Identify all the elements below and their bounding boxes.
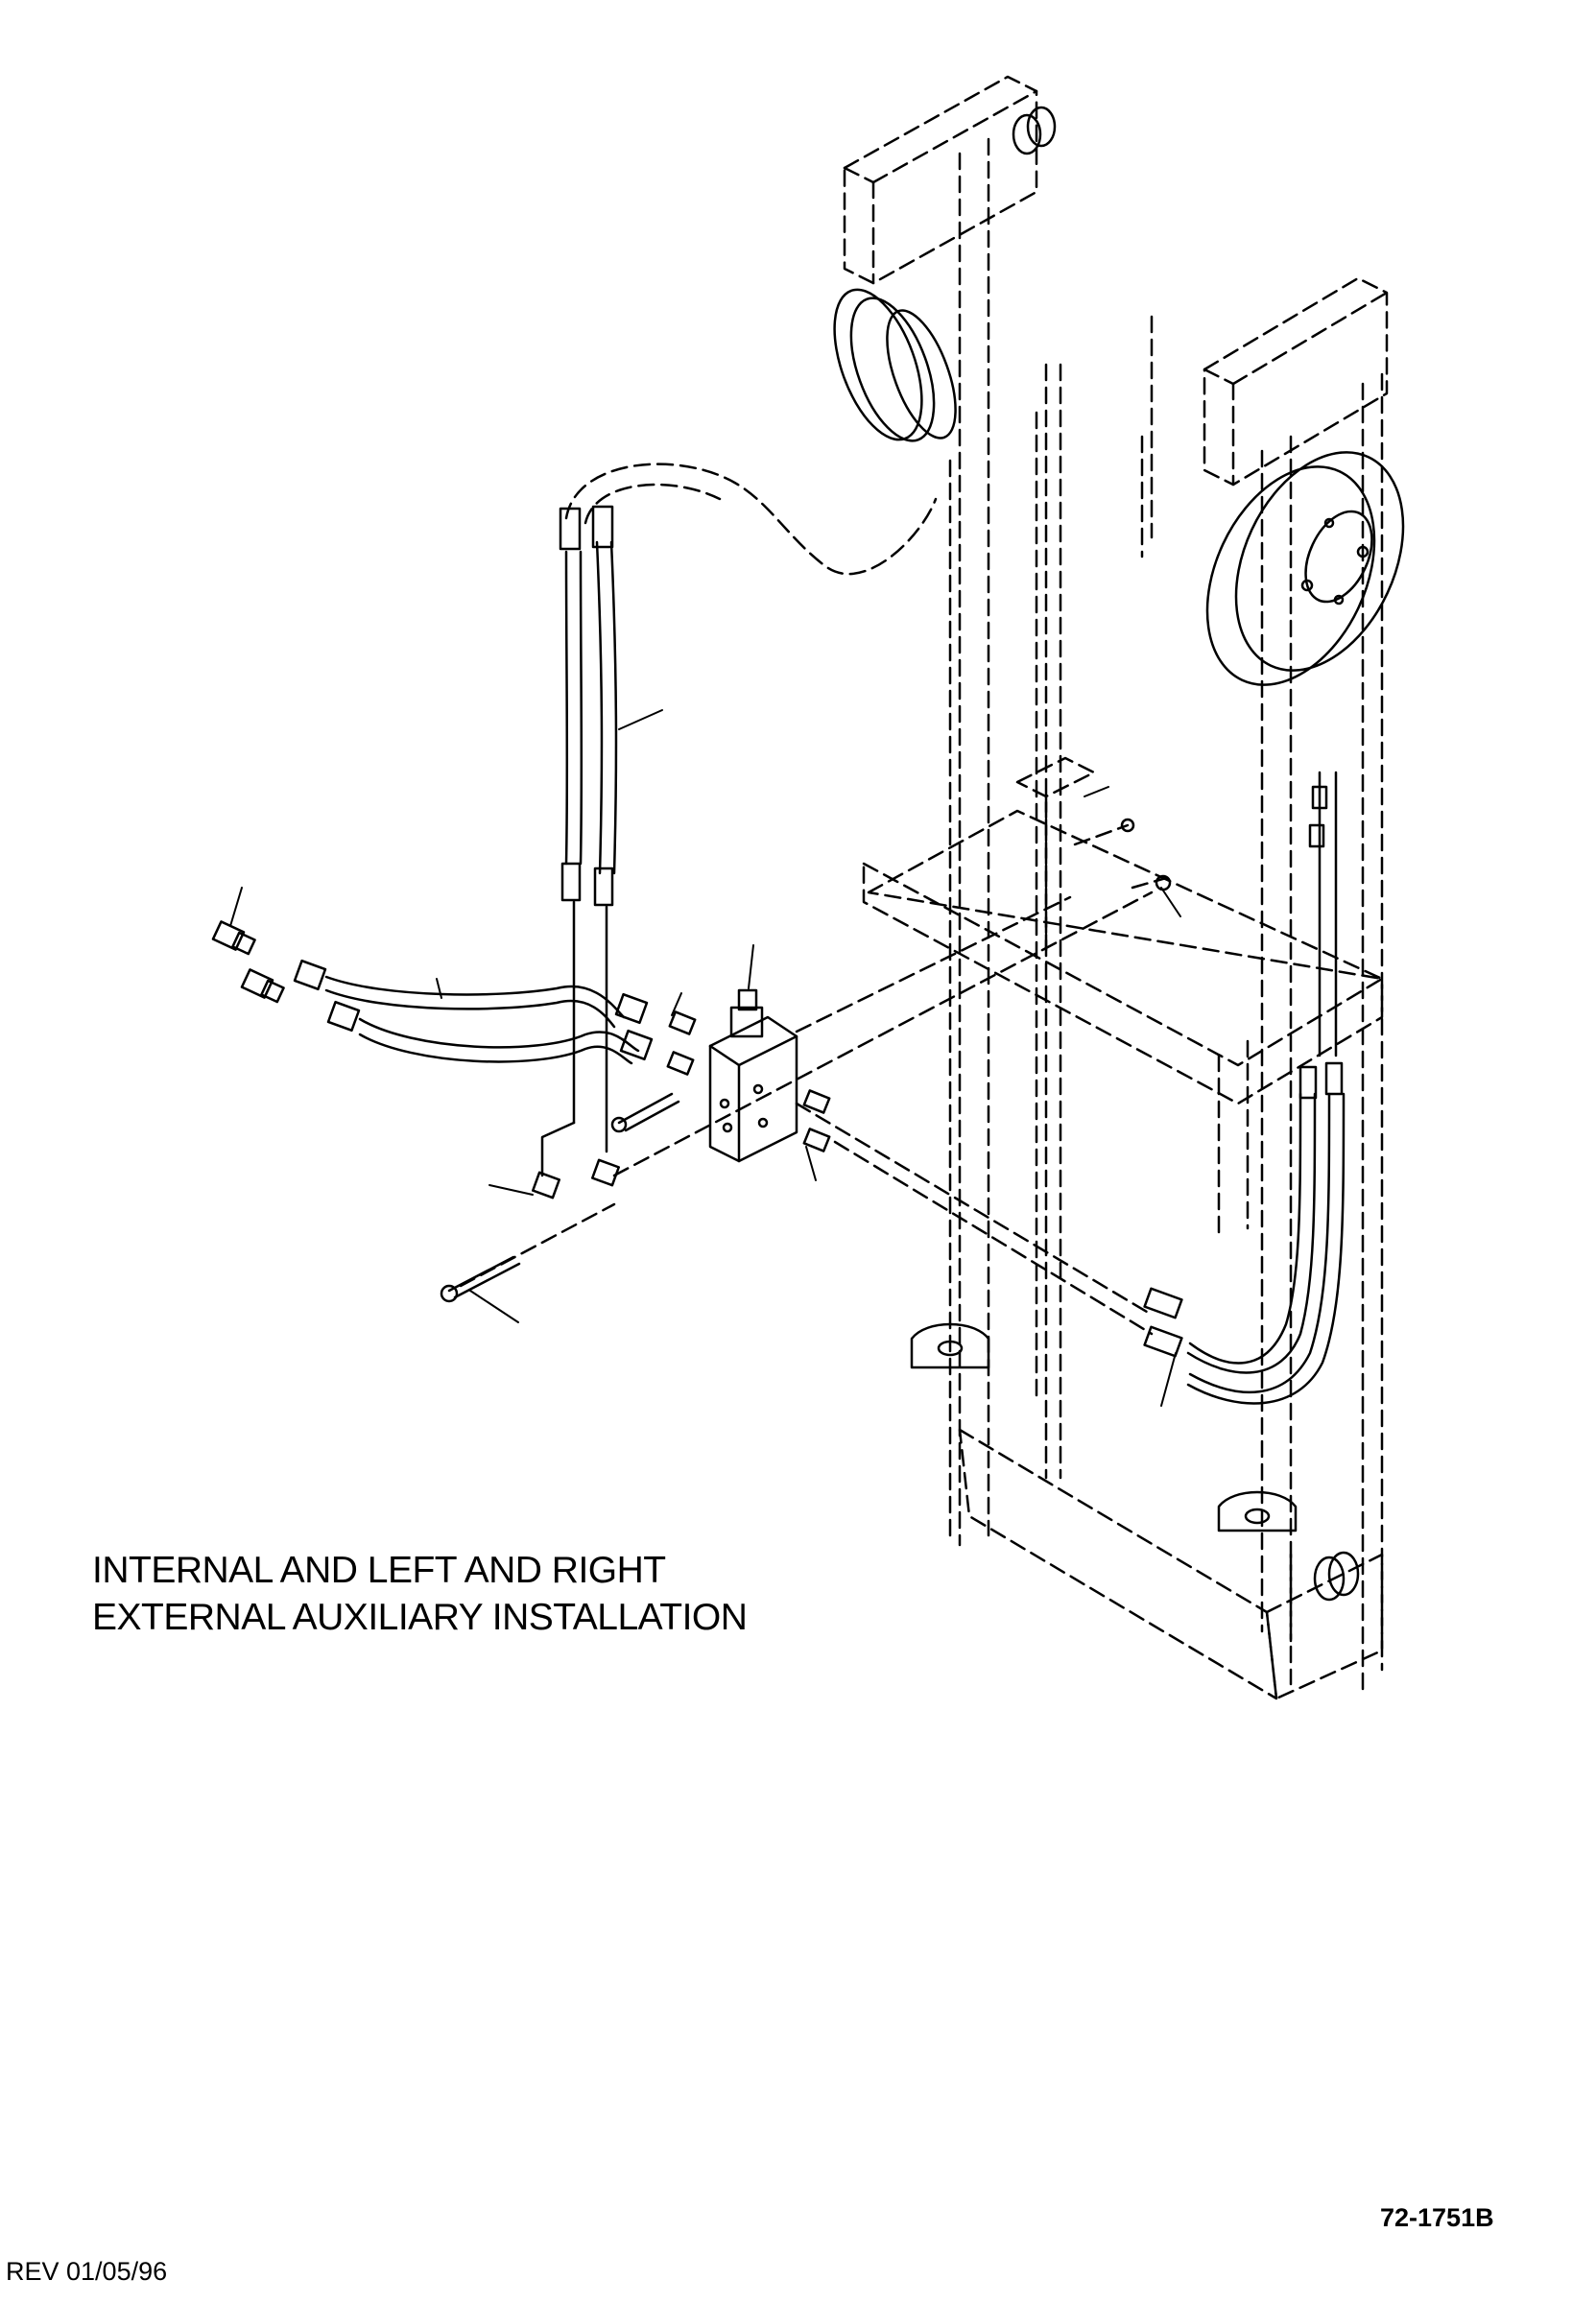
left-hose-pair bbox=[293, 959, 654, 1065]
revision-date: REV 01/05/96 bbox=[6, 2257, 168, 2286]
leader-lines bbox=[229, 709, 1181, 1407]
top-pin bbox=[1012, 106, 1057, 155]
mounting-bolts bbox=[440, 1092, 680, 1303]
vertical-hose-pair bbox=[540, 505, 618, 1177]
adapter-fittings bbox=[666, 1010, 831, 1152]
lower-lugs bbox=[910, 1322, 1298, 1532]
drawing-number: 72-1751B bbox=[1380, 2203, 1494, 2232]
right-hose-pair bbox=[1143, 771, 1346, 1405]
right-sheave bbox=[1205, 451, 1405, 686]
assembly-centerlines bbox=[459, 823, 1168, 1336]
caption-line-1: INTERNAL AND LEFT AND RIGHT bbox=[92, 1550, 666, 1591]
washer bbox=[1120, 818, 1135, 833]
elbow-fitting-upper bbox=[211, 920, 256, 956]
hose-over-sheave-dashed bbox=[564, 463, 938, 576]
caption-line-2: EXTERNAL AUXILIARY INSTALLATION bbox=[92, 1597, 748, 1638]
left-sheave bbox=[833, 288, 957, 442]
elbow-fitting-lower bbox=[240, 968, 285, 1004]
lower-elbows bbox=[531, 1158, 621, 1200]
bottom-pin bbox=[1313, 1551, 1360, 1602]
mast-assembly bbox=[843, 75, 1389, 1700]
valve-block bbox=[708, 988, 798, 1163]
diagram-caption: INTERNAL AND LEFT AND RIGHT EXTERNAL AUX… bbox=[92, 1547, 748, 1641]
